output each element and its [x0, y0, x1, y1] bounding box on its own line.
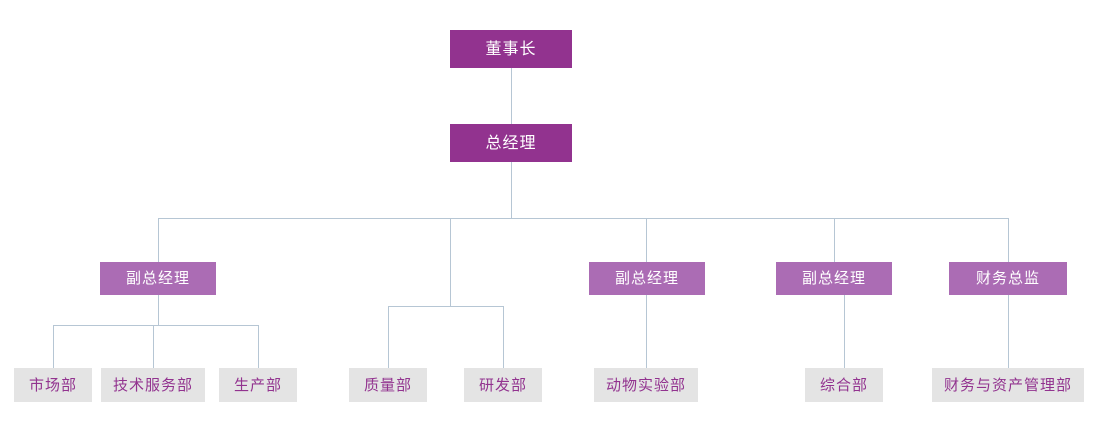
connector-to-dept-animal-lab	[646, 295, 647, 368]
connector-to-dept-rnd	[503, 306, 504, 368]
connector-bus-to-cfo	[1008, 218, 1009, 263]
connector-to-dept-tech-service	[153, 325, 154, 368]
node-dept-animal-lab[interactable]: 动物实验部	[594, 368, 698, 402]
node-dept-market[interactable]: 市场部	[14, 368, 92, 402]
node-vice-general-manager-3[interactable]: 副总经理	[776, 262, 892, 295]
connector-vp1-sub-bus	[53, 325, 258, 326]
connector-main-bus	[158, 218, 1008, 219]
connector-midbranch-sub-bus	[388, 306, 504, 307]
node-dept-tech-service[interactable]: 技术服务部	[101, 368, 205, 402]
connector-gm-down	[511, 162, 512, 219]
node-dept-rnd[interactable]: 研发部	[464, 368, 542, 402]
node-chairman[interactable]: 董事长	[450, 30, 572, 68]
connector-bus-to-midbranch	[450, 218, 451, 306]
connector-to-dept-market	[53, 325, 54, 368]
node-dept-finance-asset[interactable]: 财务与资产管理部	[932, 368, 1084, 402]
node-vice-general-manager-1[interactable]: 副总经理	[100, 262, 216, 295]
node-dept-quality[interactable]: 质量部	[349, 368, 427, 402]
connector-vp1-down	[158, 295, 159, 326]
node-general-manager[interactable]: 总经理	[450, 124, 572, 162]
connector-bus-to-vp2	[646, 218, 647, 263]
connector-bus-to-vp1	[158, 218, 159, 263]
node-cfo[interactable]: 财务总监	[949, 262, 1067, 295]
connector-to-dept-general-affairs	[844, 295, 845, 368]
connector-bus-to-vp3	[834, 218, 835, 263]
connector-chairman-to-gm	[511, 68, 512, 124]
connector-to-dept-production	[258, 325, 259, 368]
node-dept-general-affairs[interactable]: 综合部	[805, 368, 883, 402]
connector-to-dept-quality	[388, 306, 389, 368]
node-vice-general-manager-2[interactable]: 副总经理	[589, 262, 705, 295]
connector-to-dept-finance-asset	[1008, 295, 1009, 368]
node-dept-production[interactable]: 生产部	[219, 368, 297, 402]
